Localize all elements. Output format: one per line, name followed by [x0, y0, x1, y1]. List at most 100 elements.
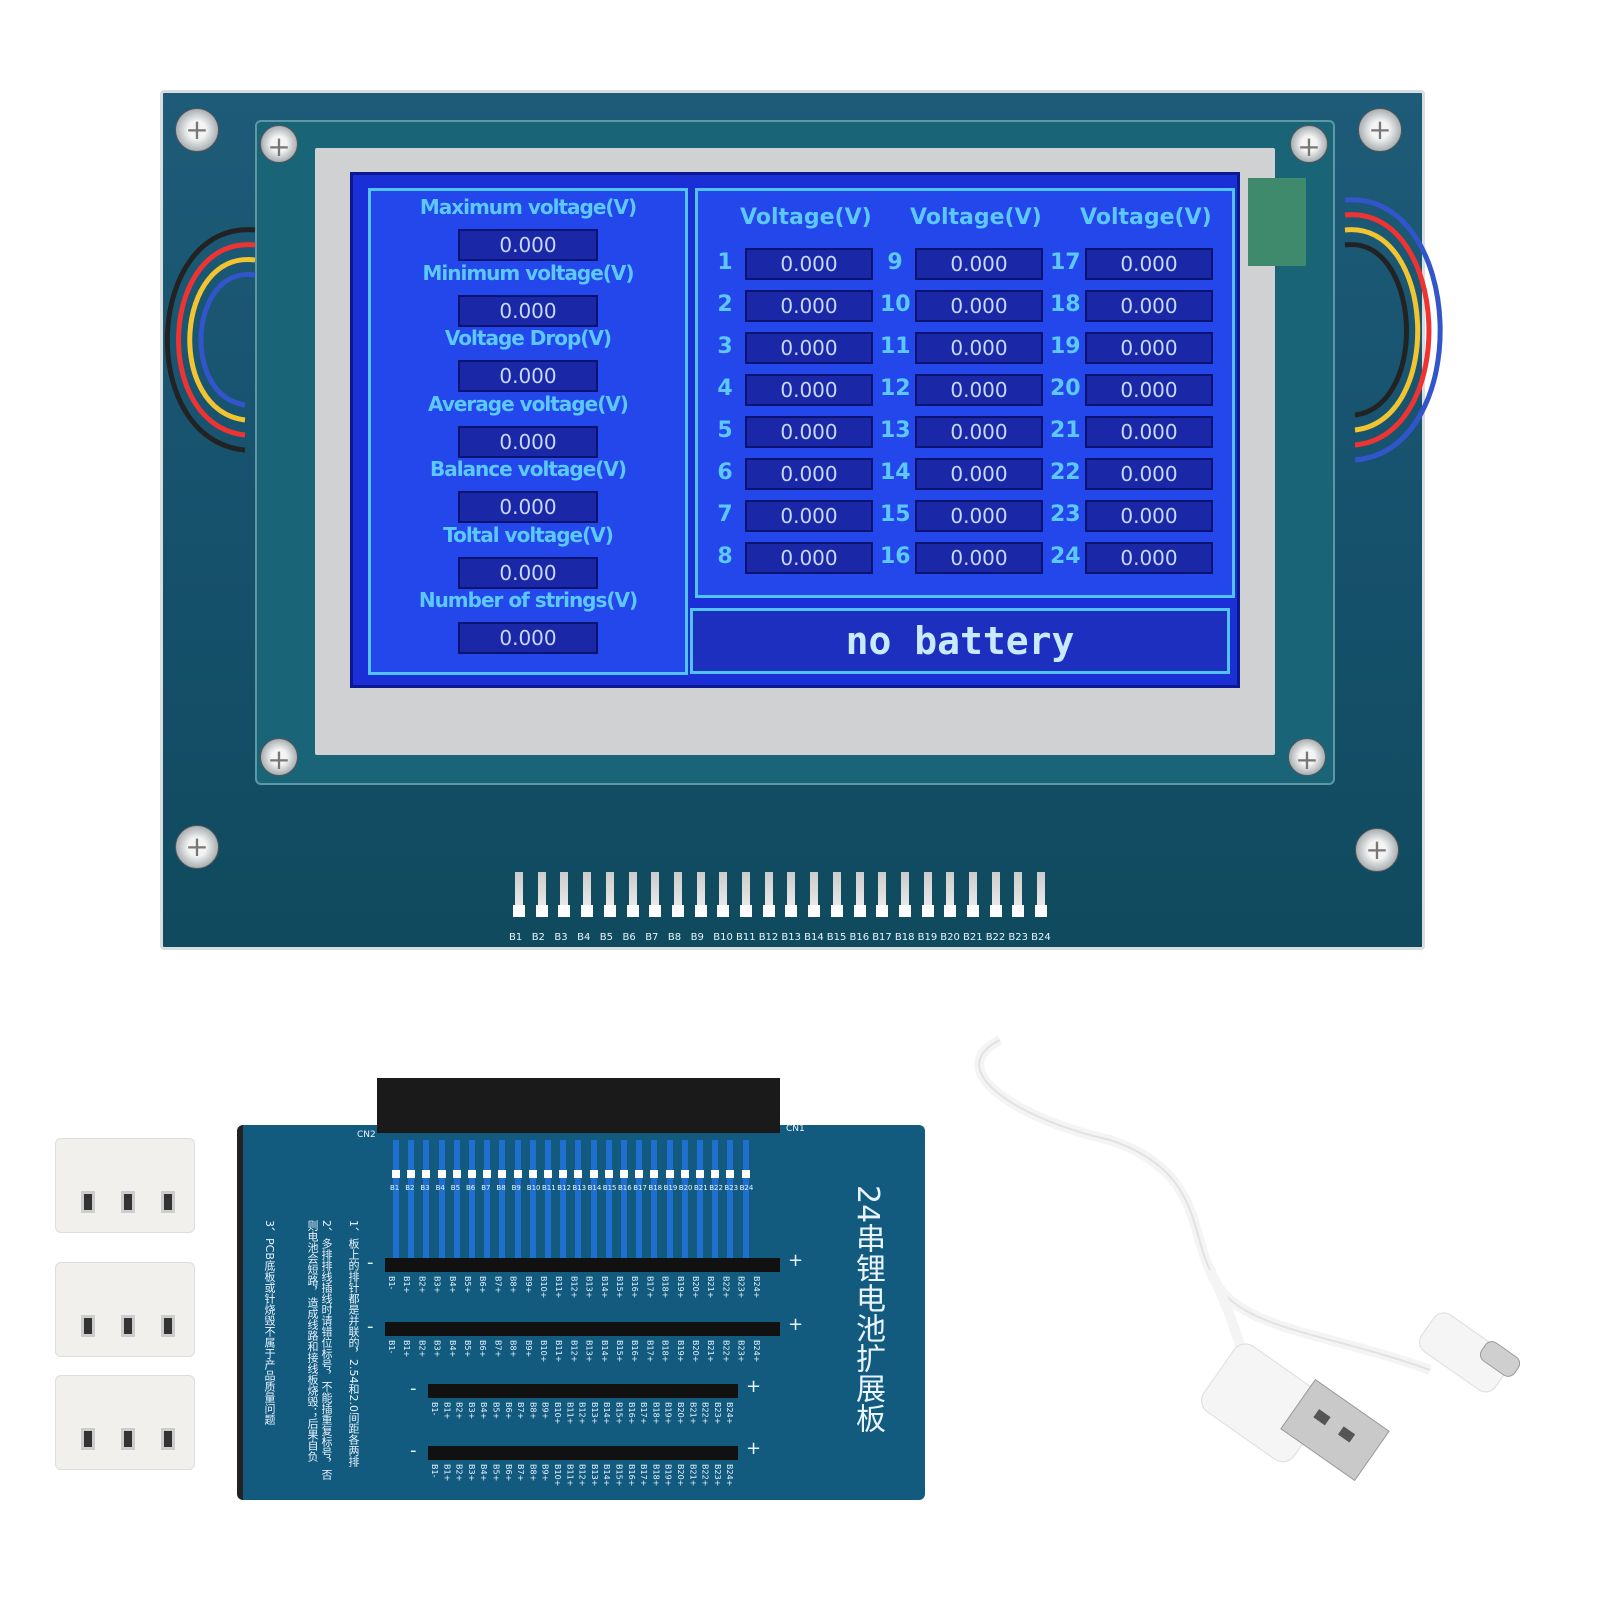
row-pin-label: B3+	[466, 1464, 476, 1482]
cell-number: 7	[717, 502, 733, 527]
pin-label: B16	[849, 932, 870, 943]
board-note: 1、板上的排针都是并联的，2.54和2.0间距各两排	[347, 1220, 360, 1467]
usb-cable	[974, 1035, 1521, 1482]
trace	[560, 1140, 567, 1260]
row-pin-label: B5+	[491, 1464, 501, 1482]
cell-number: 10	[880, 292, 911, 317]
cable-wires	[1344, 197, 1443, 463]
cell-voltage: 0.000	[915, 290, 1043, 322]
row-pin-label: B14+	[602, 1402, 612, 1425]
row-pin-label: B4+	[447, 1340, 457, 1358]
row-pin-label: B3+	[432, 1340, 442, 1358]
trace	[651, 1140, 658, 1260]
plus-label: +	[746, 1376, 762, 1397]
row-pin-label: B6+	[478, 1276, 488, 1294]
trace	[621, 1140, 627, 1260]
row-pin-label: B1+	[442, 1402, 452, 1420]
row-pin-label: B19+	[675, 1340, 685, 1363]
trace	[697, 1140, 703, 1260]
row-pin-label: B23+	[736, 1340, 746, 1363]
pin-label: B12	[557, 1184, 571, 1192]
pin	[673, 872, 682, 912]
resistor-pack	[55, 1138, 195, 1233]
cell-voltage: 0.000	[1085, 332, 1213, 364]
cell-number: 24	[1050, 544, 1081, 569]
cell-number: 19	[1050, 334, 1081, 359]
pin-label: B17	[872, 932, 892, 943]
summary-label: Number of strings(V)	[418, 588, 638, 612]
pin	[832, 872, 841, 912]
pin-label: B19	[663, 1184, 678, 1192]
board-note: 3、PCB底板或针烧毁不属于产品质量问题	[263, 1220, 276, 1425]
row-pin-label: B16+	[626, 1402, 636, 1425]
pin-pad	[830, 905, 843, 917]
row-pin-label: B23+	[736, 1276, 746, 1299]
row-pin-label: B15+	[614, 1464, 624, 1487]
pin-pad	[665, 1170, 674, 1178]
pin-pad	[437, 1170, 446, 1178]
pin	[946, 872, 955, 912]
row-pin-label: B6+	[503, 1402, 513, 1420]
row-pin-label: B21+	[706, 1276, 716, 1299]
pin-label: B6	[622, 932, 636, 943]
summary-value: 0.000	[458, 360, 598, 392]
pin	[605, 872, 614, 912]
trace	[469, 1140, 475, 1260]
summary-value: 0.000	[458, 491, 598, 523]
row-pin-label: B1+	[402, 1340, 412, 1358]
row-pin-label: B8+	[528, 1402, 538, 1420]
cell-number: 14	[880, 460, 911, 485]
pin-pad	[696, 1170, 704, 1178]
pin-label: B11	[736, 932, 756, 943]
cell-number: 9	[887, 250, 903, 275]
trace	[514, 1140, 521, 1260]
cell-voltage: 0.000	[745, 248, 873, 280]
row-pin-label: B13+	[584, 1276, 594, 1299]
row-pin-label: B5+	[491, 1402, 501, 1420]
row-pin-label: B18+	[660, 1276, 670, 1299]
row-pin-label: B20+	[676, 1464, 685, 1487]
pin-pad	[558, 905, 571, 917]
cell-number: 2	[717, 292, 733, 317]
cell-number: 8	[717, 544, 733, 569]
cell-voltage: 0.000	[745, 500, 873, 532]
cell-voltage: 0.000	[1085, 248, 1213, 280]
row-pin-label: B3+	[466, 1402, 476, 1420]
minus-label: -	[367, 1316, 374, 1337]
pin-label: B8	[496, 1184, 506, 1192]
pin	[787, 872, 796, 912]
pin-pad	[671, 905, 684, 917]
pin-label: B13	[781, 932, 801, 943]
pin-pad	[452, 1170, 461, 1178]
row-pin-label: B14+	[599, 1340, 609, 1363]
row-pin-label: B16+	[630, 1276, 640, 1299]
pin-pad	[604, 1170, 613, 1178]
row-pin-label: B13+	[589, 1402, 599, 1425]
row-pin-label: B12+	[577, 1402, 587, 1425]
pin-label: B6	[466, 1184, 476, 1192]
cell-voltage: 0.000	[1085, 500, 1213, 532]
cn1-label: CN1	[786, 1124, 805, 1134]
trace	[742, 1140, 749, 1260]
pin-strip	[385, 1322, 780, 1336]
pin	[810, 872, 819, 912]
minus-label: -	[410, 1440, 417, 1461]
row-pin-label: B1-	[430, 1402, 439, 1416]
row-pin-label: B21+	[688, 1464, 698, 1487]
pin-label: B4	[577, 932, 591, 943]
cell-number: 3	[717, 334, 733, 359]
pin-pad	[650, 1170, 659, 1178]
summary-label: Toltal voltage(V)	[443, 522, 614, 547]
pin-strip	[428, 1446, 738, 1460]
row-pin-label: B8+	[508, 1340, 518, 1358]
pin-label: B9	[511, 1184, 521, 1192]
row-pin-label: B20+	[676, 1402, 685, 1425]
row-pin-label: B11+	[565, 1402, 575, 1425]
cell-number: 22	[1050, 460, 1081, 485]
pin-label: B3	[420, 1184, 430, 1192]
row-pin-label: B17+	[645, 1276, 655, 1299]
pin-label: B17	[633, 1184, 647, 1192]
cell-voltage: 0.000	[745, 332, 873, 364]
trace	[681, 1140, 688, 1260]
pin	[696, 872, 705, 912]
